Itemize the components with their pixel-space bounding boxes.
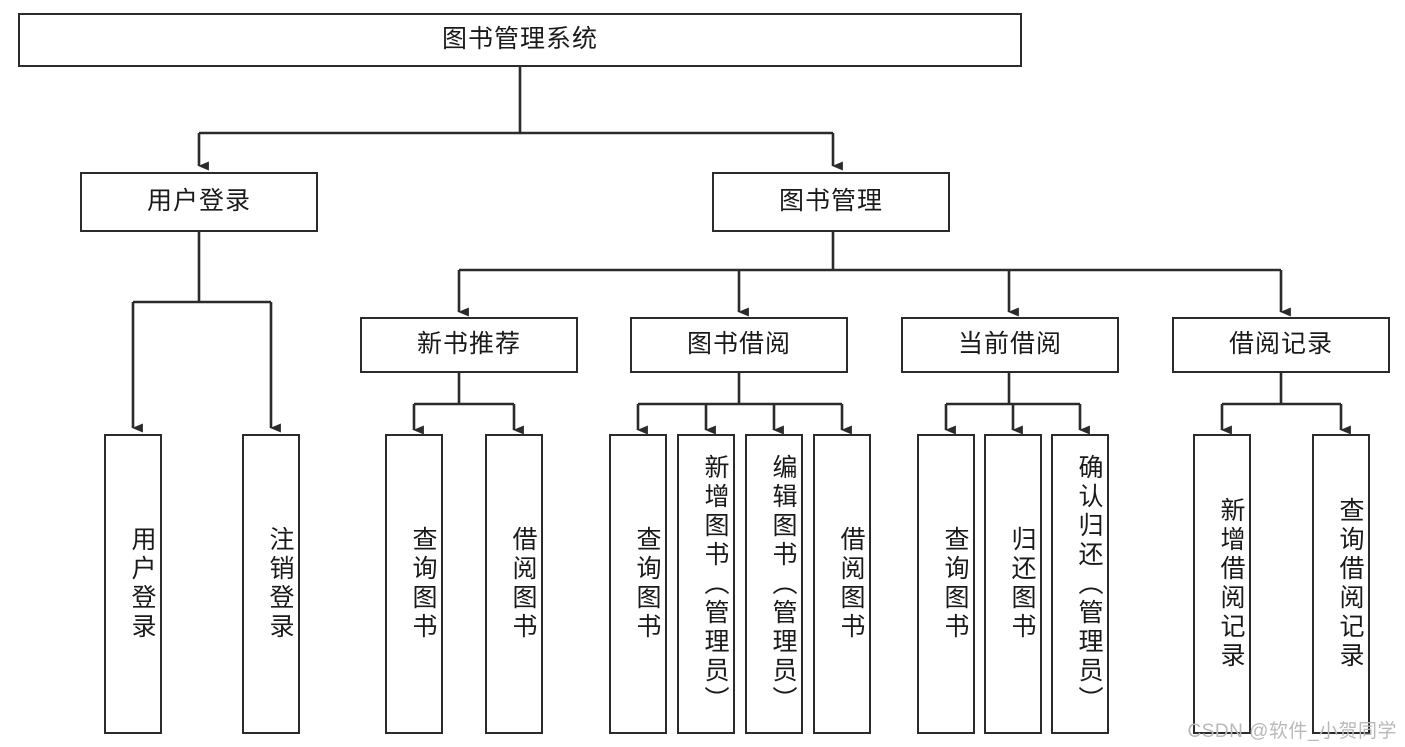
node-label: 借阅图书 — [509, 526, 537, 642]
leaf-user-login-signout[interactable]: 注销登录 — [242, 434, 300, 734]
node-label: 用户登录 — [128, 526, 156, 642]
node-book-borrow[interactable]: 图书借阅 — [630, 317, 848, 373]
leaf-recommend-query-book[interactable]: 查询图书 — [385, 434, 443, 734]
leaf-current-query-book[interactable]: 查询图书 — [917, 434, 975, 734]
node-label: 查询借阅记录 — [1336, 497, 1364, 671]
node-current-borrow[interactable]: 当前借阅 — [901, 317, 1119, 373]
node-label: 用户登录 — [146, 187, 251, 216]
leaf-borrow-borrow-book[interactable]: 借阅图书 — [813, 434, 871, 734]
node-label: 图书管理 — [778, 187, 883, 216]
node-label: 编辑图书（管理员） — [769, 453, 797, 715]
leaf-recommend-borrow-book[interactable]: 借阅图书 — [485, 434, 543, 734]
node-label: 查询图书 — [409, 526, 437, 642]
node-label: 确认归还（管理员） — [1075, 453, 1103, 715]
node-label: 图书管理系统 — [441, 25, 598, 54]
node-label: 注销登录 — [266, 526, 294, 642]
node-label: 新书推荐 — [416, 330, 521, 359]
node-label: 新增图书（管理员） — [701, 453, 729, 715]
leaf-current-confirm-return-admin[interactable]: 确认归还（管理员） — [1051, 434, 1109, 734]
node-root-system[interactable]: 图书管理系统 — [18, 13, 1022, 67]
node-borrow-record[interactable]: 借阅记录 — [1172, 317, 1390, 373]
node-label: 借阅记录 — [1228, 330, 1333, 359]
node-label: 新增借阅记录 — [1217, 497, 1245, 671]
node-book-management[interactable]: 图书管理 — [712, 172, 950, 232]
leaf-record-add-borrow-record[interactable]: 新增借阅记录 — [1193, 434, 1251, 734]
node-user-login[interactable]: 用户登录 — [80, 172, 318, 232]
csdn-watermark: CSDN @软件_小贺同学 — [1187, 721, 1397, 742]
node-label: 借阅图书 — [837, 526, 865, 642]
node-label: 当前借阅 — [957, 330, 1062, 359]
node-label: 查询图书 — [941, 526, 969, 642]
node-new-book-recommend[interactable]: 新书推荐 — [360, 317, 578, 373]
leaf-record-query-borrow-record[interactable]: 查询借阅记录 — [1312, 434, 1370, 734]
node-label: 图书借阅 — [686, 330, 791, 359]
leaf-current-return-book[interactable]: 归还图书 — [984, 434, 1042, 734]
leaf-borrow-add-book-admin[interactable]: 新增图书（管理员） — [677, 434, 735, 734]
node-label: 查询图书 — [633, 526, 661, 642]
leaf-borrow-query-book[interactable]: 查询图书 — [609, 434, 667, 734]
leaf-borrow-edit-book-admin[interactable]: 编辑图书（管理员） — [745, 434, 803, 734]
leaf-user-login-signin[interactable]: 用户登录 — [104, 434, 162, 734]
node-label: 归还图书 — [1008, 526, 1036, 642]
